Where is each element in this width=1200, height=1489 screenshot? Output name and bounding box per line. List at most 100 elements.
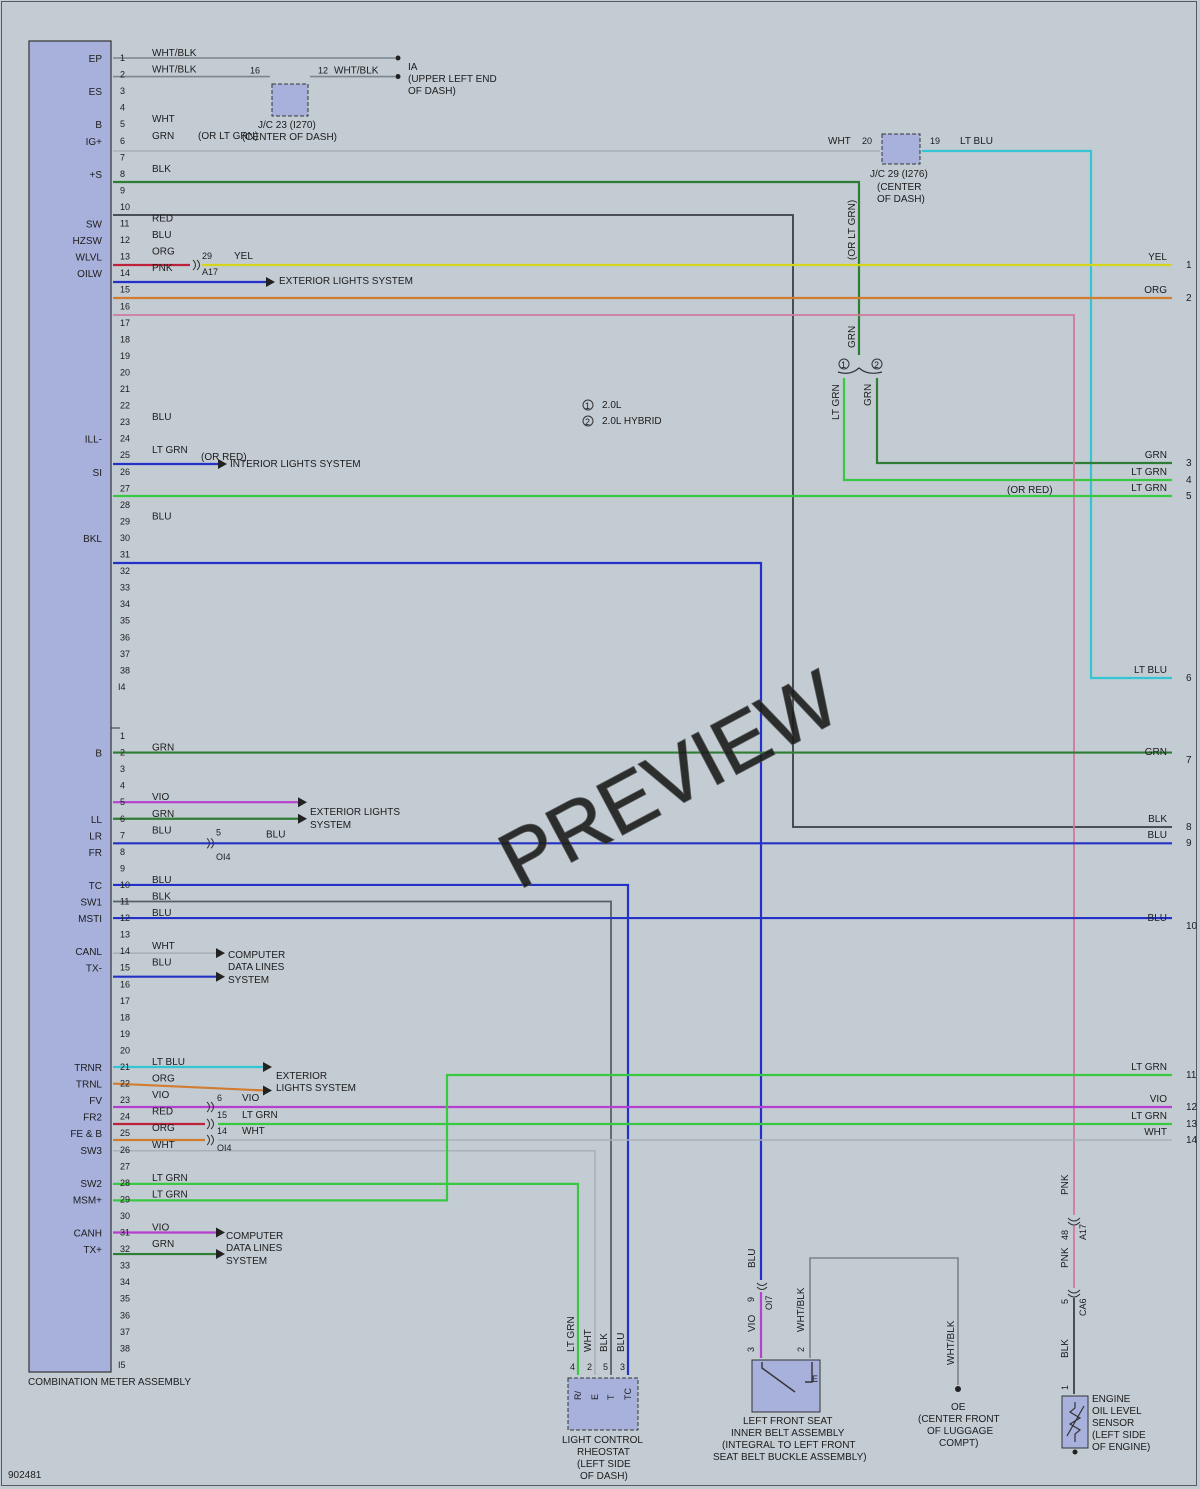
wire-color-label: LT GRN xyxy=(152,1173,188,1184)
belt-conn-pin: 9 xyxy=(746,1297,756,1302)
wire-color-label: BLU xyxy=(152,412,171,423)
cdl-label: COMPUTER xyxy=(226,1231,283,1242)
ext-lights-2-label: SYSTEM xyxy=(310,820,351,831)
wire-color-label: BLU xyxy=(152,908,171,919)
exterior-lights-label: EXTERIOR LIGHTS SYSTEM xyxy=(279,276,413,287)
wire-sw1-black xyxy=(113,900,612,1375)
meter-pin-a: 35 xyxy=(120,616,130,626)
meter-pin-a: 37 xyxy=(120,649,130,659)
meter-pin-a: 11 xyxy=(120,219,129,229)
meter-pin-a: 36 xyxy=(120,632,130,642)
meter-pin-b: 12 xyxy=(120,913,130,923)
meter-pin-b: 11 xyxy=(120,897,129,907)
meter-pin-label: ILL- xyxy=(85,435,102,446)
oil-sensor-name: OF ENGINE) xyxy=(1092,1442,1150,1453)
arrow-interior-lights xyxy=(218,459,227,469)
variant-1-num: 1 xyxy=(841,360,846,370)
meter-pin-a: 33 xyxy=(120,583,130,593)
oi4-wire-label: BLU xyxy=(266,829,285,840)
rheostat-pin: 3 xyxy=(620,1362,625,1372)
wire-lt-grn-4 xyxy=(842,378,1172,482)
output-color-label: LT GRN xyxy=(1131,1062,1167,1073)
oi4-wire-label: WHT xyxy=(242,1126,265,1137)
rheostat-terminal: R/ xyxy=(573,1391,583,1400)
oil-sensor-symbol xyxy=(1066,1402,1085,1442)
jc23-name: J/C 23 (I270) xyxy=(258,120,316,131)
jc29-name: J/C 29 (I276) xyxy=(870,169,928,180)
oil-sensor-ground xyxy=(1072,1449,1078,1455)
rheostat-terminal: E xyxy=(590,1394,600,1400)
wire-ig-green xyxy=(113,180,861,355)
oi4-conn-label: OI4 xyxy=(216,852,231,862)
meter-pin-b: 9 xyxy=(120,863,125,873)
meter-pin-label: BKL xyxy=(83,534,102,545)
meter-pin-b: 38 xyxy=(120,1343,130,1353)
meter-pin-label: SW2 xyxy=(80,1179,102,1190)
rheostat-pin: 5 xyxy=(603,1362,608,1372)
wire-color-label: RED xyxy=(152,1107,173,1118)
wire-tc-blue xyxy=(113,883,630,1375)
belt-wire-label: BLU xyxy=(747,1249,758,1268)
meter-pin-label: FR xyxy=(89,848,102,859)
meter-pin-label: HZSW xyxy=(73,236,103,247)
wire-color-label: GRN xyxy=(152,1239,174,1250)
oil-pin: 1 xyxy=(1060,1385,1070,1390)
belt-wire-label: VIO xyxy=(747,1315,758,1332)
rheostat-terminal: T xyxy=(606,1394,616,1400)
output-num: 11 xyxy=(1186,1070,1197,1081)
ext-lights-3-label: LIGHTS SYSTEM xyxy=(276,1083,356,1094)
oil-sensor-name: (LEFT SIDE xyxy=(1092,1430,1146,1441)
oi4-pin: 15 xyxy=(217,1110,227,1120)
output-color-label: GRN xyxy=(1145,747,1167,758)
meter-pin-a: 10 xyxy=(120,202,130,212)
output-color-label: LT BLU xyxy=(1134,665,1167,676)
meter-pin-a: 14 xyxy=(120,268,130,278)
meter-pin-b: 10 xyxy=(120,880,130,890)
meter-pin-b: 29 xyxy=(120,1194,130,1204)
ground-oe-desc: (CENTER FRONT xyxy=(918,1414,1000,1425)
oi4-pin: 6 xyxy=(217,1093,222,1103)
jc29-desc: (CENTER xyxy=(877,182,921,193)
ext-lights-3-label: EXTERIOR xyxy=(276,1071,327,1082)
meter-pin-label: B xyxy=(95,749,102,760)
belt-name: LEFT FRONT SEAT xyxy=(743,1416,832,1427)
wire-color-label: BLU xyxy=(152,875,171,886)
oi4-connector xyxy=(206,1118,214,1130)
output-num: 3 xyxy=(1186,458,1192,469)
meter-pin-b: 6 xyxy=(120,814,125,824)
rheostat-pin: 2 xyxy=(587,1362,592,1372)
meter-pin-b: 24 xyxy=(120,1112,130,1122)
cdl-label: SYSTEM xyxy=(226,1256,267,1267)
meter-pin-a: 8 xyxy=(120,169,125,179)
wire-trnl-orange xyxy=(112,1082,267,1092)
wire-plus-s-black xyxy=(113,214,1172,828)
output-num: 7 xyxy=(1186,755,1192,766)
ground-ia-desc: (UPPER LEFT END xyxy=(408,74,497,85)
rheostat-wire-label: BLK xyxy=(599,1333,610,1352)
cdl-label: COMPUTER xyxy=(228,950,285,961)
output-color-label: YEL xyxy=(1148,252,1167,263)
meter-pin-a: 38 xyxy=(120,665,130,675)
meter-pin-b: 7 xyxy=(120,830,125,840)
variant-2-marker xyxy=(871,358,883,370)
meter-pin-a: 1 xyxy=(120,53,125,63)
alt-color-note: (OR RED) xyxy=(1007,485,1053,496)
output-color-label: LT GRN xyxy=(1131,467,1167,478)
ground-oe-name: OE xyxy=(951,1402,966,1413)
wire-bkl-blue xyxy=(113,561,763,1280)
jc23-box xyxy=(271,83,309,117)
meter-pin-a: 4 xyxy=(120,103,125,113)
meter-pin-label: SW1 xyxy=(80,898,102,909)
output-color-label: ORG xyxy=(1144,285,1167,296)
jc23-pin: 16 xyxy=(250,66,260,76)
oil-sensor-name: OIL LEVEL xyxy=(1092,1406,1142,1417)
meter-pin-label: +S xyxy=(89,170,102,181)
meter-pin-label: TX+ xyxy=(83,1245,102,1256)
output-num: 5 xyxy=(1186,491,1192,502)
rheostat-name: OF DASH) xyxy=(580,1471,628,1482)
meter-pin-b: 22 xyxy=(120,1079,130,1089)
legend-1-marker xyxy=(582,399,594,411)
output-color-label: GRN xyxy=(1145,450,1167,461)
ground-oe-desc: OF LUGGAGE xyxy=(927,1426,993,1437)
